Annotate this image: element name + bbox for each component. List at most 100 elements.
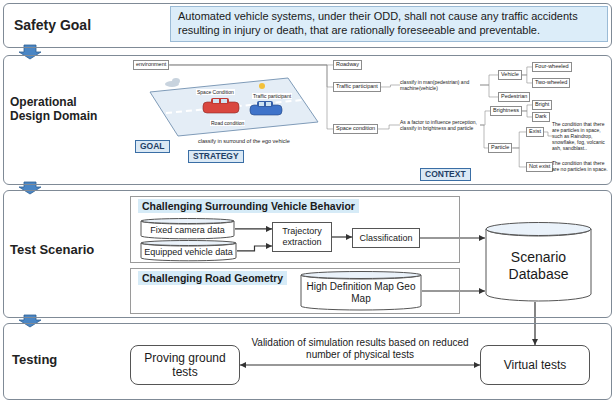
node-text: Two-wheeled bbox=[535, 79, 567, 87]
node-text: Classification bbox=[359, 233, 412, 244]
category-box: environment bbox=[133, 60, 169, 70]
tree-line bbox=[512, 132, 526, 148]
tree-line bbox=[522, 105, 532, 111]
category-box: Pedestrian bbox=[498, 92, 530, 102]
node-text: Not exist bbox=[529, 163, 550, 171]
tree-line bbox=[480, 75, 498, 85]
tree-line bbox=[522, 67, 532, 75]
section-title: Testing bbox=[12, 353, 122, 368]
panel-heading: Challenging Surrounding Vehicle Behavior bbox=[138, 199, 359, 213]
category-note: The condition that there are particles i… bbox=[552, 121, 610, 151]
group-panel: High Definition Map Geo Map Challenging R… bbox=[130, 268, 460, 314]
category-box: Vehicle bbox=[498, 70, 522, 80]
tree-line bbox=[480, 85, 498, 97]
category-box: Four-wheeled bbox=[532, 62, 572, 72]
node-text: The condition that there are particles i… bbox=[552, 121, 610, 151]
callout-tag: CONTEXT bbox=[420, 168, 471, 181]
category-box: Bright bbox=[532, 100, 552, 110]
category-box: Roadway bbox=[333, 60, 362, 70]
node-text: The condition that there are no particle… bbox=[552, 160, 610, 172]
cylinder-top bbox=[486, 223, 591, 236]
cylinder-top bbox=[141, 219, 234, 224]
node-text: Pedestrian bbox=[501, 93, 527, 101]
data-cylinder: Fixed camera data bbox=[140, 218, 235, 240]
tree-line bbox=[512, 148, 526, 167]
category-box: Particle bbox=[488, 143, 512, 153]
category-box: Not exist bbox=[526, 162, 553, 172]
node-text: Proving ground tests bbox=[136, 351, 234, 380]
node-text: As a factor to influence perception, cla… bbox=[400, 119, 480, 131]
category-box: Dark bbox=[532, 112, 550, 122]
node-text: environment bbox=[136, 61, 166, 69]
connector-arrow bbox=[240, 364, 480, 365]
node-text: Equipped vehicle data bbox=[144, 247, 233, 258]
tree-line bbox=[544, 132, 552, 136]
category-note: classify in man(pedestrian) and machine(… bbox=[400, 79, 480, 91]
category-box: Two-wheeled bbox=[532, 78, 570, 88]
test-box: Proving ground tests bbox=[130, 345, 240, 385]
connector-arrow bbox=[332, 236, 352, 237]
illustration-label: Road condition bbox=[210, 120, 245, 126]
section-title: Test Scenario bbox=[10, 243, 130, 258]
tree-line bbox=[381, 85, 400, 87]
group-panel: Fixed camera dataEquipped vehicle data Tr… bbox=[130, 196, 460, 263]
tree-line bbox=[522, 75, 532, 83]
cylinder-top bbox=[301, 272, 421, 279]
connector-arrow bbox=[235, 228, 272, 229]
category-note: As a factor to influence perception, cla… bbox=[400, 119, 480, 131]
node-text: Traffic participant bbox=[336, 83, 378, 91]
illustration-label: classify in surround of the ego vehicle bbox=[198, 138, 290, 145]
panel-heading: Challenging Road Geometry bbox=[138, 271, 287, 285]
node-text: Bright bbox=[535, 101, 549, 109]
callout-tag: STRATEGY bbox=[188, 150, 244, 163]
node-text: Vehicle bbox=[501, 71, 519, 79]
category-box: Traffic participant bbox=[333, 82, 381, 92]
node-text: Four-wheeled bbox=[535, 63, 569, 71]
category-note: The condition that there are no particle… bbox=[552, 160, 610, 172]
callout-tag: GOAL bbox=[135, 140, 170, 153]
section-band: Automated vehicle systems, under their O… bbox=[3, 3, 612, 48]
category-box: Exist bbox=[526, 127, 544, 137]
node-text: STRATEGY bbox=[193, 151, 239, 162]
connector-arrow bbox=[422, 290, 485, 291]
node-text: Space condition bbox=[336, 125, 375, 133]
red-car bbox=[203, 98, 239, 113]
node-text: Exist bbox=[529, 128, 541, 136]
sun-icon bbox=[259, 83, 265, 89]
section-title: Safety Goal bbox=[14, 17, 154, 33]
cylinder-top bbox=[141, 241, 236, 246]
section-title: Operational Design Domain bbox=[10, 96, 110, 124]
node-text: Roadway bbox=[336, 61, 359, 69]
data-cylinder: High Definition Map Geo Map bbox=[300, 271, 422, 311]
tree-line bbox=[169, 65, 333, 129]
illustration-label: Traffic participant bbox=[252, 93, 292, 99]
test-box: Virtual tests bbox=[480, 345, 590, 385]
connector-label: Validation of simulation results based o… bbox=[245, 337, 475, 361]
cylinder-body bbox=[486, 229, 591, 301]
process-box: Trajectory extraction bbox=[272, 222, 332, 252]
tree-line bbox=[480, 125, 488, 148]
node-text: Particle bbox=[491, 144, 509, 152]
tree-line bbox=[378, 125, 400, 129]
illustration-label: Space Condition bbox=[196, 89, 235, 95]
road-plate bbox=[150, 78, 318, 136]
cylinder-body bbox=[301, 275, 421, 310]
tree-line bbox=[522, 111, 532, 117]
node-text: Dark bbox=[535, 113, 547, 121]
section-band: Proving ground tests Virtual tests Testing bbox=[3, 323, 612, 400]
node-text: Virtual tests bbox=[504, 358, 566, 372]
tree-line bbox=[169, 65, 333, 87]
node-text: CONTEXT bbox=[425, 169, 466, 180]
node-text: Scenario Database bbox=[489, 249, 588, 283]
section-band: GOAL STRATEGY CONTEXT environment RoadwayTra… bbox=[3, 55, 612, 185]
connector-arrow bbox=[420, 237, 485, 238]
node-text: Brightness bbox=[493, 107, 519, 115]
flow-arrow bbox=[19, 182, 41, 194]
section-band: Fixed camera dataEquipped vehicle data Tr… bbox=[3, 190, 612, 318]
blue-car bbox=[250, 101, 282, 115]
goal-statement: Automated vehicle systems, under their O… bbox=[170, 6, 608, 42]
cloud-icon bbox=[165, 78, 180, 87]
node-text: Trajectory extraction bbox=[276, 226, 328, 248]
process-box: Classification bbox=[352, 228, 420, 248]
